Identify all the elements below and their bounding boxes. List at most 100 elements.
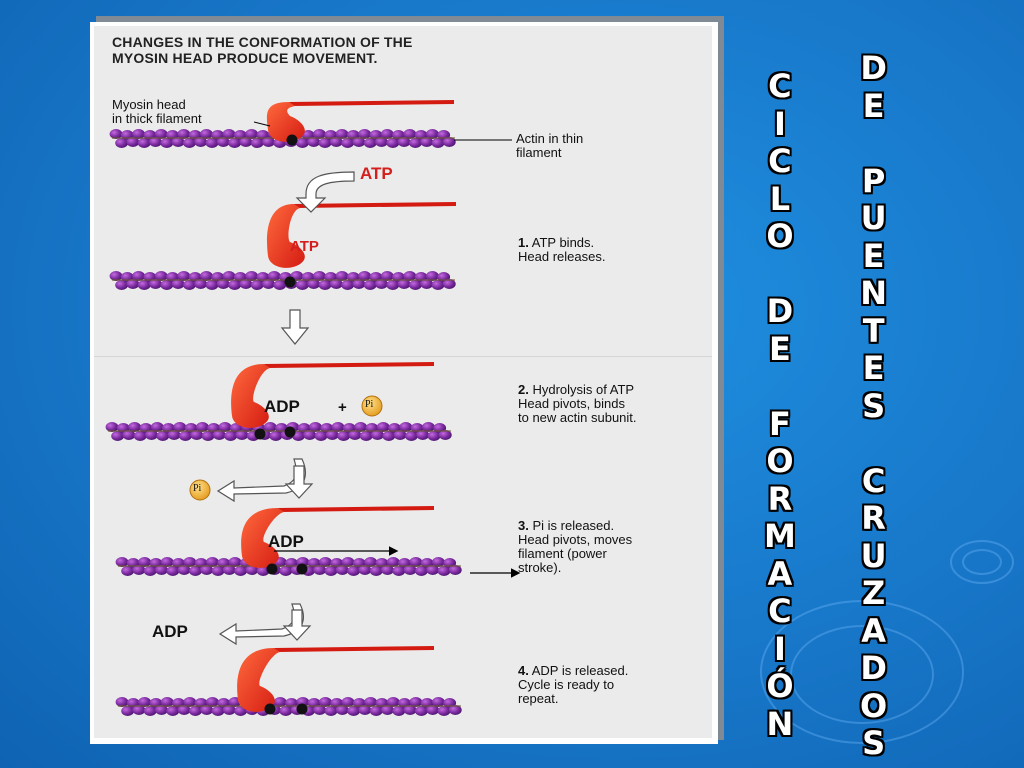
actin-subunit: [386, 138, 400, 148]
step-line: repeat.: [518, 691, 559, 706]
pi-released-label: Pi: [193, 483, 202, 494]
actin-subunit: [352, 137, 366, 147]
actin-subunit: [132, 271, 145, 281]
title-letter: Z: [862, 574, 886, 612]
actin-subunit: [442, 279, 456, 289]
title-letter: C: [768, 142, 792, 180]
actin-subunit: [256, 566, 270, 576]
step-line: Head pivots, binds: [518, 396, 625, 411]
actin-subunit: [222, 129, 236, 139]
actin-subunit: [426, 705, 440, 715]
actin-subunit: [397, 137, 411, 147]
title-letter: M: [764, 517, 796, 555]
step-number: 1.: [518, 235, 529, 250]
step-line: Pi is released.: [532, 518, 615, 533]
background-swirl: [760, 600, 964, 744]
actin-subunit: [329, 279, 343, 289]
actin-subunit: [216, 279, 230, 289]
myosin-tail: [274, 646, 434, 652]
actin-subunit: [363, 280, 377, 290]
actin-subunit: [177, 271, 191, 281]
actin-subunit: [115, 697, 129, 707]
actin-subunit: [160, 557, 174, 567]
actin-subunit: [190, 430, 204, 440]
actin-subunit: [380, 129, 394, 139]
step-caption: 4. ADP is released. Cycle is ready to re…: [518, 664, 628, 706]
actin-subunit: [205, 138, 219, 148]
actin-subunit: [245, 271, 258, 281]
actin-subunit: [392, 566, 406, 576]
actin-subunit: [245, 565, 259, 575]
actin-subunit: [348, 430, 362, 440]
actin-subunit: [341, 280, 354, 290]
myosin-head-body: [237, 648, 280, 712]
title-letter: E: [862, 349, 885, 387]
actin-subunit: [426, 129, 439, 139]
actin-subunit: [150, 422, 164, 432]
actin-subunit: [137, 280, 151, 290]
actin-subunit: [167, 430, 181, 440]
actin-subunit: [143, 566, 157, 576]
atp-entry-arrow: [295, 171, 355, 213]
actin-subunit: [420, 137, 434, 147]
actin-subunit: [314, 431, 328, 441]
background-swirl: [790, 625, 934, 724]
actin-subunit: [386, 697, 400, 707]
actin-subunit: [160, 138, 174, 148]
actin-subunit: [166, 566, 180, 576]
title-letter: U: [860, 536, 887, 575]
actin-subunit: [212, 430, 226, 440]
section-divider: [94, 356, 712, 357]
title-letter: D: [860, 649, 887, 687]
actin-subunit: [115, 557, 129, 567]
actin-subunit: [200, 271, 213, 281]
actin-subunit: [427, 431, 441, 441]
actin-subunit: [313, 271, 326, 281]
actin-subunit: [279, 706, 293, 716]
pi-released-badge: [189, 479, 211, 501]
actin-subunit: [250, 280, 264, 290]
myosin-tail: [294, 202, 456, 208]
actin-subunit: [273, 280, 287, 290]
actin-subunit: [426, 565, 440, 575]
actin-subunit: [358, 705, 372, 715]
step-line: filament (power: [518, 546, 607, 561]
adp-pi-label: ADP: [264, 397, 300, 416]
actin-subunit: [318, 138, 332, 148]
actin-subunit: [132, 705, 146, 715]
myosin-head: [231, 362, 434, 428]
step-line: stroke).: [518, 560, 562, 575]
actin-subunit: [179, 431, 192, 441]
myosin-head: [267, 202, 456, 268]
step-number: 4.: [518, 663, 529, 678]
myosin-tail: [289, 100, 454, 106]
actin-subunit: [420, 279, 434, 289]
actin-subunit: [149, 279, 162, 289]
actin-subunit: [194, 279, 208, 289]
myosin-head: [266, 100, 454, 142]
actin-subunit: [194, 137, 208, 147]
actin-subunit: [403, 565, 417, 575]
actin-subunit: [358, 271, 371, 281]
actin-subunit: [132, 129, 145, 139]
actin-subunit: [337, 431, 350, 441]
actin-subunit: [369, 566, 383, 576]
actin-subunit: [183, 280, 196, 290]
actin-subunit: [171, 137, 185, 147]
actin-subunit: [375, 279, 388, 289]
actin-subunit: [183, 697, 197, 707]
actin-subunit: [431, 280, 445, 290]
title-letter: D: [860, 49, 887, 87]
actin-subunit: [369, 706, 383, 716]
actin-binding-site: [284, 426, 296, 438]
actin-subunit: [380, 271, 394, 281]
actin-subunit: [335, 705, 349, 715]
actin-subunit: [409, 138, 422, 148]
actin-subunit: [403, 705, 417, 715]
actin-subunit: [303, 430, 317, 440]
actin-subunit: [235, 430, 249, 440]
myosin-head-body: [267, 204, 305, 268]
actin-subunit: [239, 137, 253, 147]
step-caption: 2. Hydrolysis of ATP Head pivots, binds …: [518, 383, 637, 425]
actin-binding-site: [266, 563, 278, 575]
